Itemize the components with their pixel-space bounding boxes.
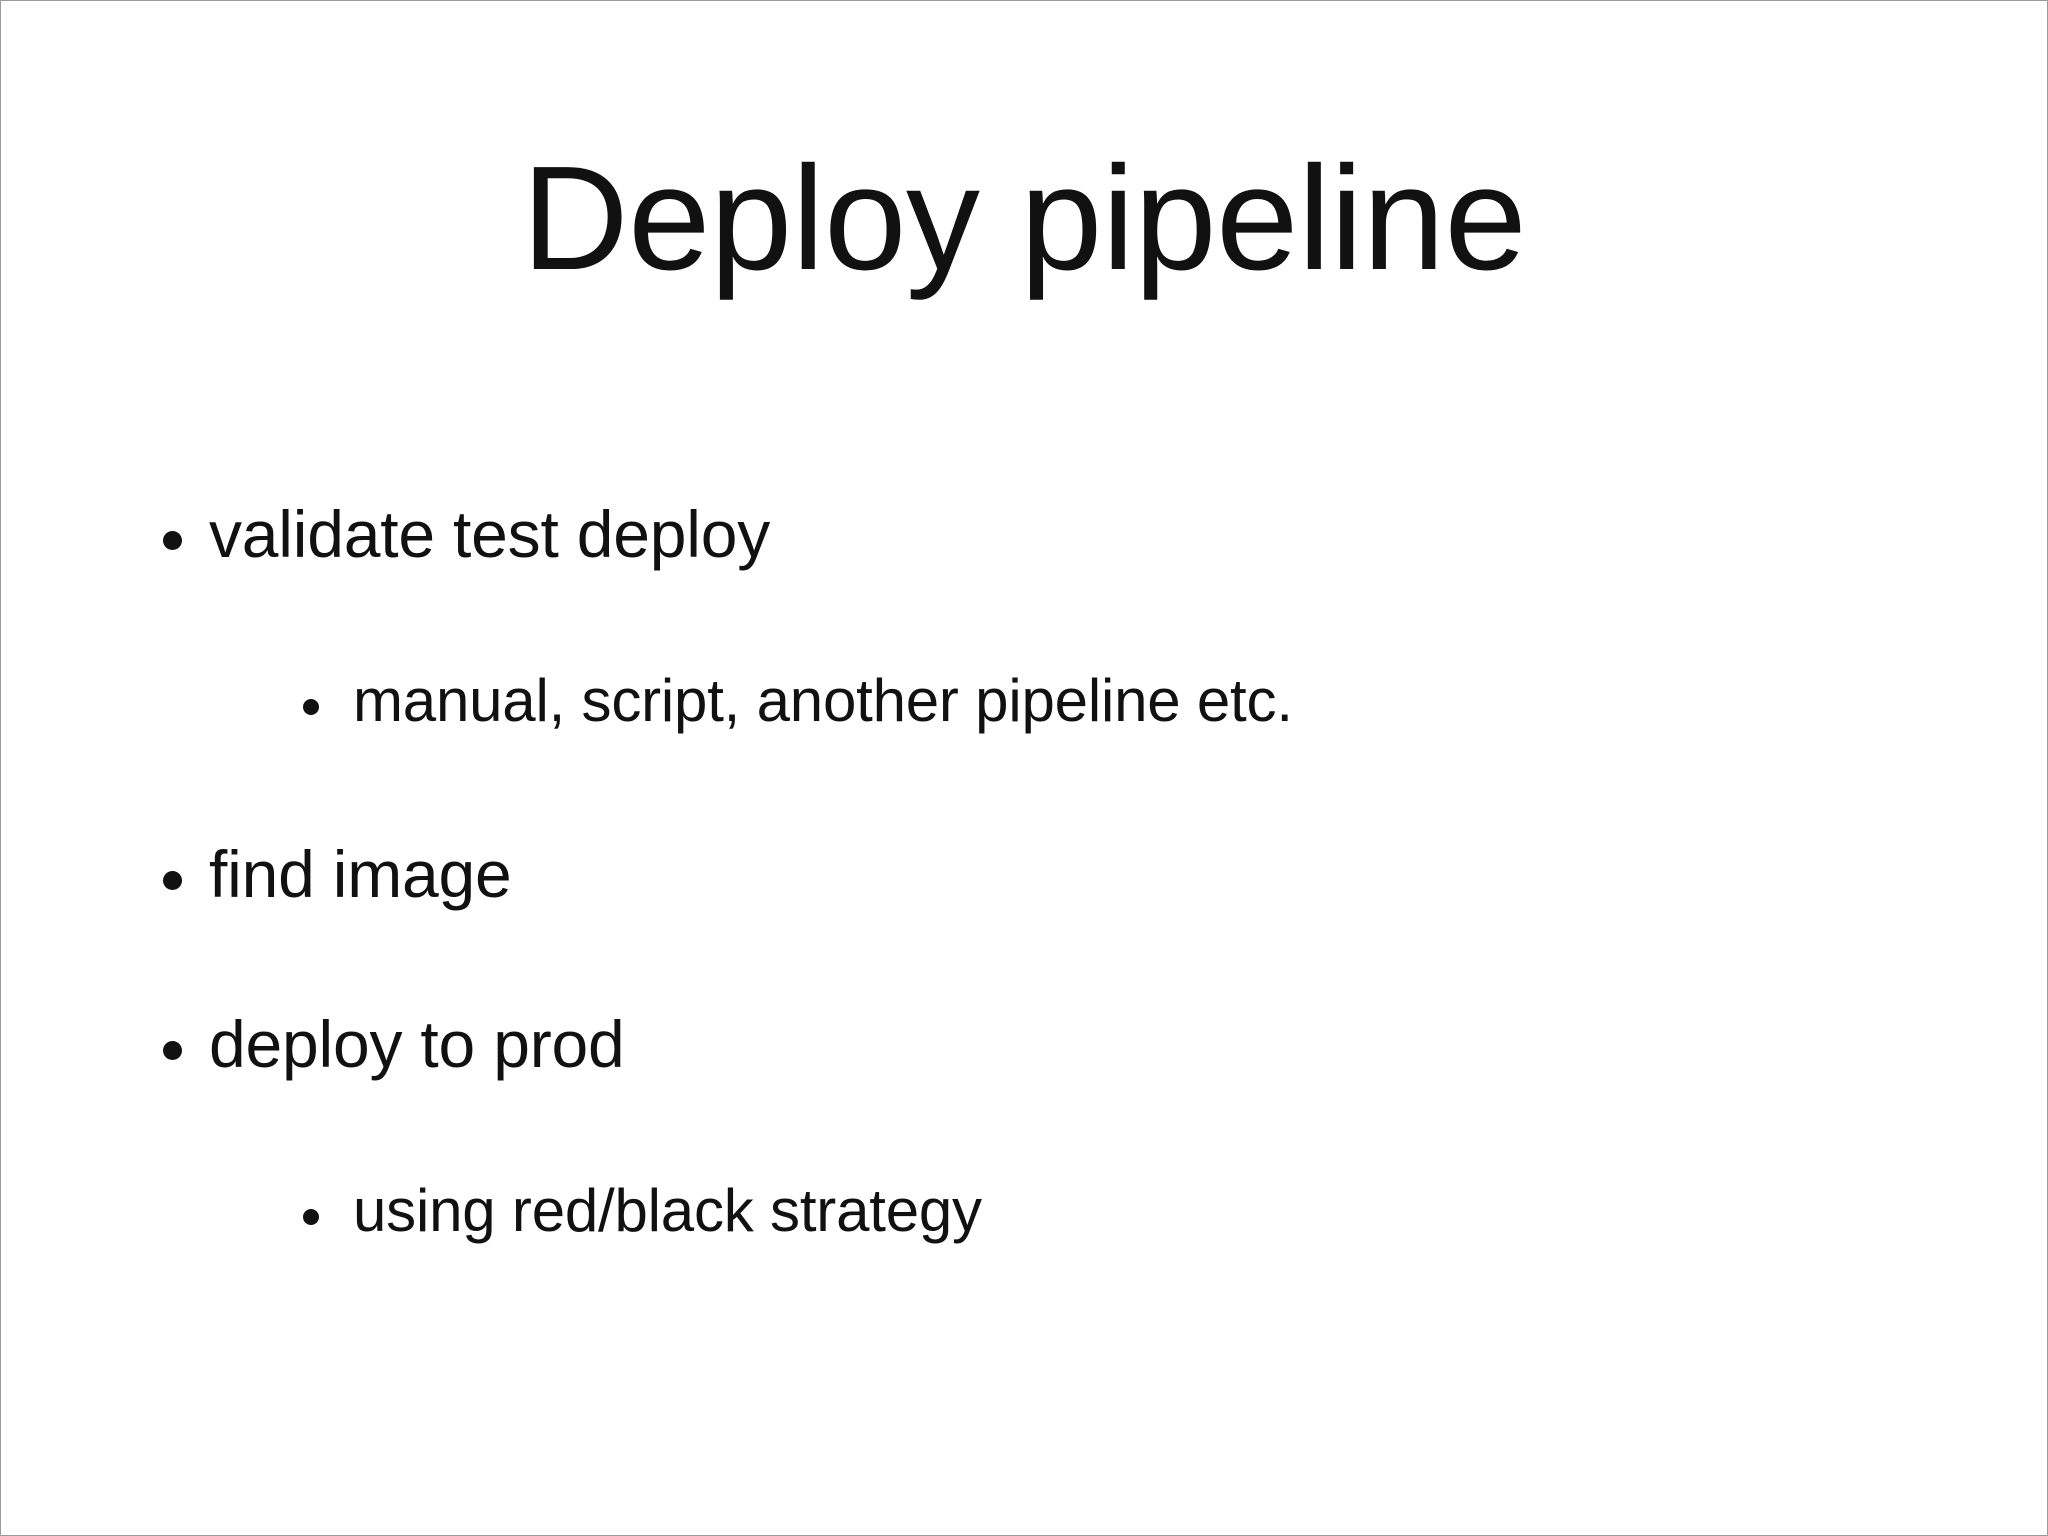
list-item-label: using red/black strategy bbox=[353, 1177, 982, 1244]
list-item: manual, script, another pipeline etc. bbox=[151, 671, 1927, 841]
bullet-list: validate test deploy manual, script, ano… bbox=[151, 501, 1927, 1351]
page-title: Deploy pipeline bbox=[521, 136, 1527, 301]
list-item-label: validate test deploy bbox=[209, 497, 771, 571]
list-item: deploy to prod bbox=[151, 1011, 1927, 1181]
list-item: validate test deploy bbox=[151, 501, 1927, 671]
list-item: using red/black strategy bbox=[151, 1181, 1927, 1351]
list-item-label: manual, script, another pipeline etc. bbox=[353, 667, 1293, 734]
list-item-label: deploy to prod bbox=[209, 1007, 625, 1081]
list-item: find image bbox=[151, 841, 1927, 1011]
list-item-label: find image bbox=[209, 837, 512, 911]
